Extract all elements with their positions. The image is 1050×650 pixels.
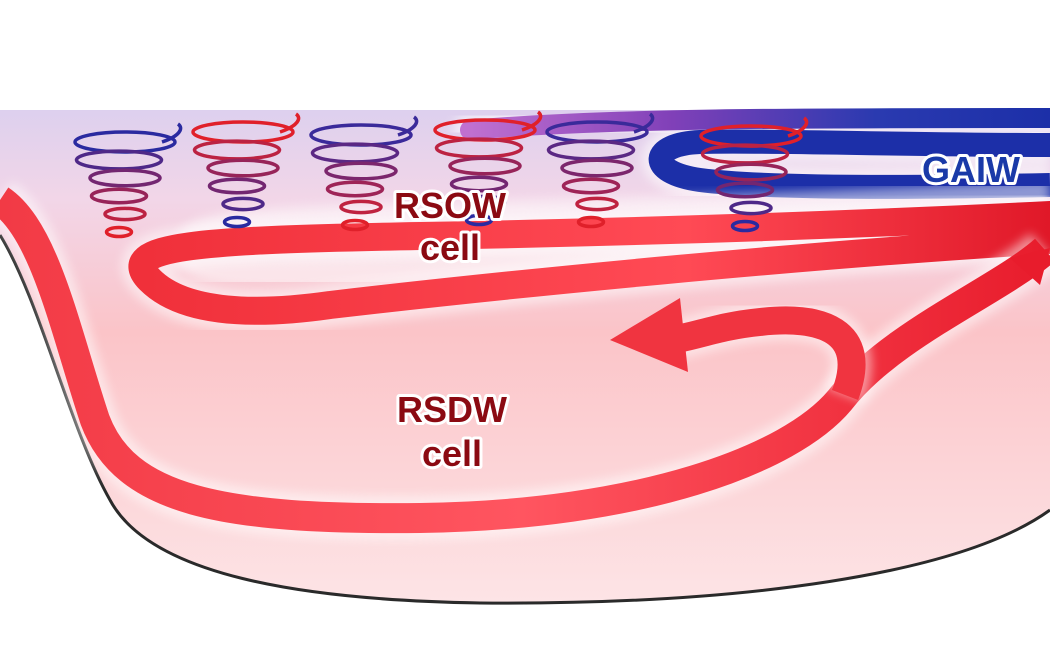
eddy-2-ring: [206, 158, 280, 178]
eddy-1-tail: [161, 122, 183, 144]
eddy-4-ring: [448, 156, 522, 176]
eddy-4-tail: [521, 110, 543, 132]
eddy-6-ring: [730, 219, 760, 233]
gaiw-label: GAIW: [922, 149, 1020, 190]
eddy-5-ring: [560, 158, 634, 178]
eddy-4-icon: [433, 110, 543, 227]
eddy-1-ring: [103, 206, 147, 222]
eddy-group: [73, 110, 809, 239]
eddy-1-ring: [89, 187, 149, 205]
rsdw-arrowhead-right: [1010, 248, 1050, 285]
eddy-6-ring: [715, 181, 775, 199]
eddy-2-ring: [207, 177, 267, 195]
eddy-1-ring: [104, 225, 134, 239]
eddy-4-ring: [464, 213, 494, 227]
eddy-1-icon: [73, 122, 183, 239]
rsdw-label-line2: cell: [422, 433, 482, 474]
eddy-1-ring: [88, 168, 162, 188]
rsdw-label-line1: RSDW: [397, 389, 507, 430]
eddy-6-icon: [699, 116, 809, 233]
eddy-2-ring: [221, 196, 265, 212]
eddy-3-ring: [339, 199, 383, 215]
eddy-4-ring: [463, 194, 507, 210]
eddy-5-tail: [633, 112, 655, 134]
eddy-6-tail: [787, 116, 809, 138]
eddy-3-icon: [309, 115, 419, 232]
eddy-5-ring: [561, 177, 621, 195]
rsdw-arrowhead-left: [610, 298, 688, 372]
rsow-flow: [121, 180, 1050, 332]
eddy-2-tail: [279, 112, 301, 134]
eddy-5-ring: [575, 196, 619, 212]
eddy-3-ring: [325, 180, 385, 198]
rsow-label-line2: cell: [420, 227, 480, 268]
eddy-5-icon: [545, 112, 655, 229]
eddy-5-ring: [576, 215, 606, 229]
eddy-3-ring: [340, 218, 370, 232]
eddy-3-tail: [397, 115, 419, 137]
eddy-4-ring: [449, 175, 509, 193]
eddy-6-ring: [729, 200, 773, 216]
eddy-3-ring: [324, 161, 398, 181]
eddy-2-icon: [191, 112, 301, 229]
eddy-6-ring: [714, 162, 788, 182]
eddy-2-ring: [222, 215, 252, 229]
rsdw-flow: [0, 181, 1050, 541]
rsow-label-line1: RSOW: [394, 185, 506, 226]
